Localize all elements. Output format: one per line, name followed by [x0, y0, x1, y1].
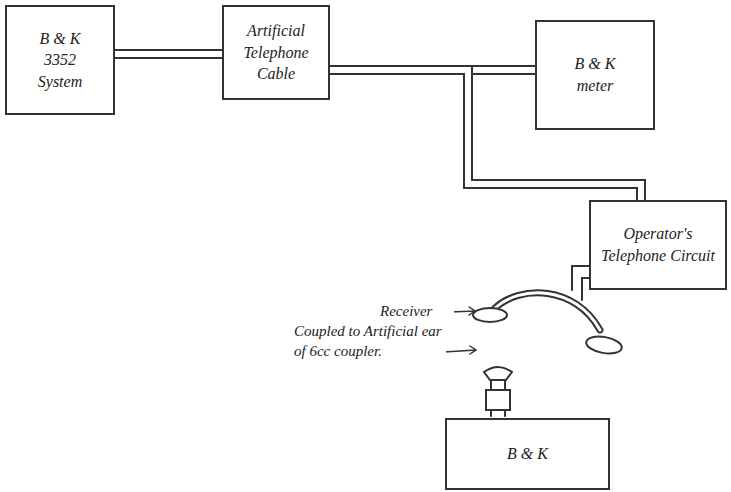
- annotation: Coupled to Artificial ear of 6cc coupler…: [292, 322, 446, 361]
- process-box: B & K meter: [535, 20, 655, 130]
- process-box: B & K: [445, 418, 610, 490]
- box-label: Artificial Telephone Cable: [230, 20, 322, 85]
- coupler-stem: [491, 410, 505, 416]
- leader-arrow: [444, 346, 476, 354]
- mouthpiece: [585, 334, 623, 356]
- annotation: Receiver: [378, 302, 454, 322]
- process-box: Artificial Telephone Cable: [222, 5, 330, 100]
- handset-handle: [495, 293, 600, 330]
- double-wire: [115, 49, 222, 59]
- process-box: B & K 3352 System: [5, 5, 115, 115]
- coupler-stem: [486, 380, 510, 410]
- double-wire-gap: [115, 51, 222, 57]
- process-box: Operator's Telephone Circuit: [589, 200, 727, 290]
- box-label: B & K 3352 System: [25, 28, 95, 93]
- box-label: B & K meter: [560, 53, 630, 96]
- box-label: B & K: [507, 443, 548, 465]
- handset-handle: [495, 293, 600, 330]
- artificial-ear: [484, 367, 512, 380]
- receiver-earpiece: [473, 308, 507, 322]
- box-label: Operator's Telephone Circuit: [597, 223, 719, 266]
